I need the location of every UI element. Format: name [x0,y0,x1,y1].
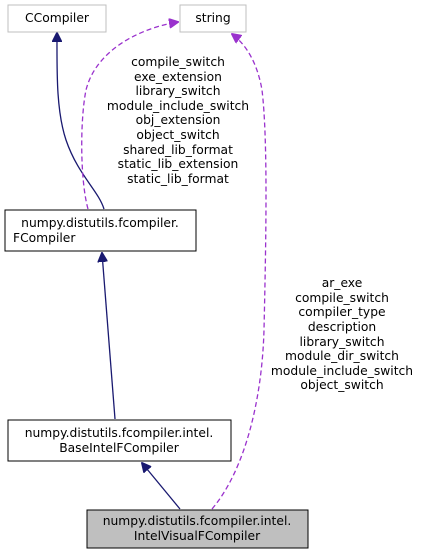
edge-label-line: compile_switch [131,55,225,69]
node-baseintelfcompiler-line-2: BaseIntelFCompiler [59,441,180,455]
edge-label-line: static_lib_extension [118,157,239,171]
node-intelvisualfcompiler-line-2: IntelVisualFCompiler [134,529,261,543]
node-intelvisualfcompiler[interactable]: numpy.distutils.fcompiler.intel. IntelVi… [86,509,309,549]
edge-label-line: static_lib_format [127,172,229,186]
node-string-label: string [195,11,230,25]
edge-baseintel-to-fcompiler [102,253,116,420]
node-intelvisualfcompiler-line-1: numpy.distutils.fcompiler.intel. [103,514,292,528]
node-fcompiler[interactable]: numpy.distutils.fcompiler. FCompiler [4,209,197,252]
edge-fcompiler-to-ccompiler [57,33,105,210]
edge-label-line: description [308,320,376,334]
edge-intelvisual-to-baseintel [142,463,181,510]
edge-label-line: compiler_type [298,305,385,319]
edge-label-line: obj_extension [136,113,221,127]
edge-label-line: compile_switch [295,291,389,305]
node-ccompiler[interactable]: CCompiler [7,4,107,33]
edge-label-line: shared_lib_format [123,143,233,157]
edge-label-line: object_switch [136,128,219,142]
node-baseintelfcompiler[interactable]: numpy.distutils.fcompiler.intel. BaseInt… [7,419,232,462]
node-baseintelfcompiler-line-1: numpy.distutils.fcompiler.intel. [25,426,214,440]
edge-label-line: module_dir_switch [285,349,399,363]
edge-label-line: object_switch [300,378,383,392]
edge-label-line: module_include_switch [271,364,413,378]
edge-label-line: exe_extension [134,70,222,84]
edge-label-line: library_switch [136,84,221,98]
node-fcompiler-line-1: numpy.distutils.fcompiler. [21,216,179,230]
edge-label-line: library_switch [300,335,385,349]
node-fcompiler-line-2: FCompiler [13,231,76,245]
edge-label-line: module_include_switch [107,99,249,113]
node-ccompiler-label: CCompiler [25,11,90,25]
edge-label-line: ar_exe [322,276,363,290]
edge-string-to-fcompiler [81,22,178,210]
node-string[interactable]: string [179,4,247,33]
edge-label-string-to-intelvisual: ar_exe compile_switch compiler_type desc… [271,276,413,392]
edge-string-to-intelvisual [211,34,267,510]
edge-label-string-to-fcompiler: compile_switch exe_extension library_swi… [107,55,249,186]
